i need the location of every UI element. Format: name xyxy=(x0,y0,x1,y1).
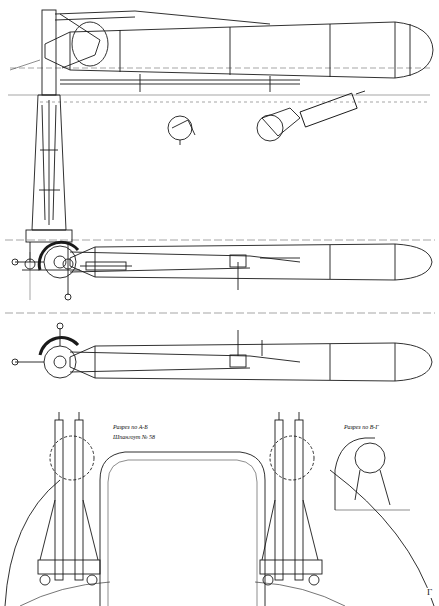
drawing-label: Шпангоут № 58 xyxy=(112,434,156,441)
drawing-label: Разрез по В-Г xyxy=(343,424,380,431)
drawing-label: Г xyxy=(426,588,433,598)
drawing-label: Разрез по А-Б xyxy=(112,424,149,431)
